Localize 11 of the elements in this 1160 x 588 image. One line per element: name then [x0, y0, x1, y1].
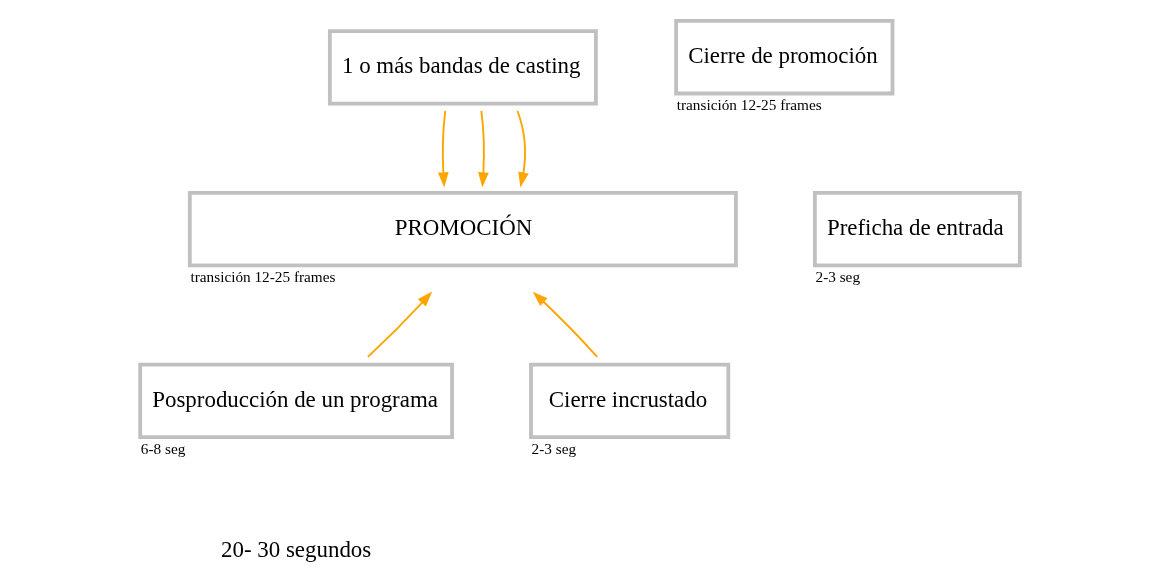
label: 20- 30 segundos	[221, 537, 372, 563]
arrow	[366, 291, 433, 358]
node-label: 2-3 seg	[531, 439, 577, 457]
arrow	[516, 110, 529, 188]
arrow	[437, 110, 449, 188]
arrow	[478, 110, 489, 188]
node-label: 2-3 seg	[815, 268, 861, 286]
node-label: transición 12-25 frames	[190, 268, 336, 286]
arrow	[532, 291, 599, 358]
node-label: 6-8 seg	[140, 439, 186, 457]
node-label: transición 12-25 frames	[676, 96, 822, 114]
